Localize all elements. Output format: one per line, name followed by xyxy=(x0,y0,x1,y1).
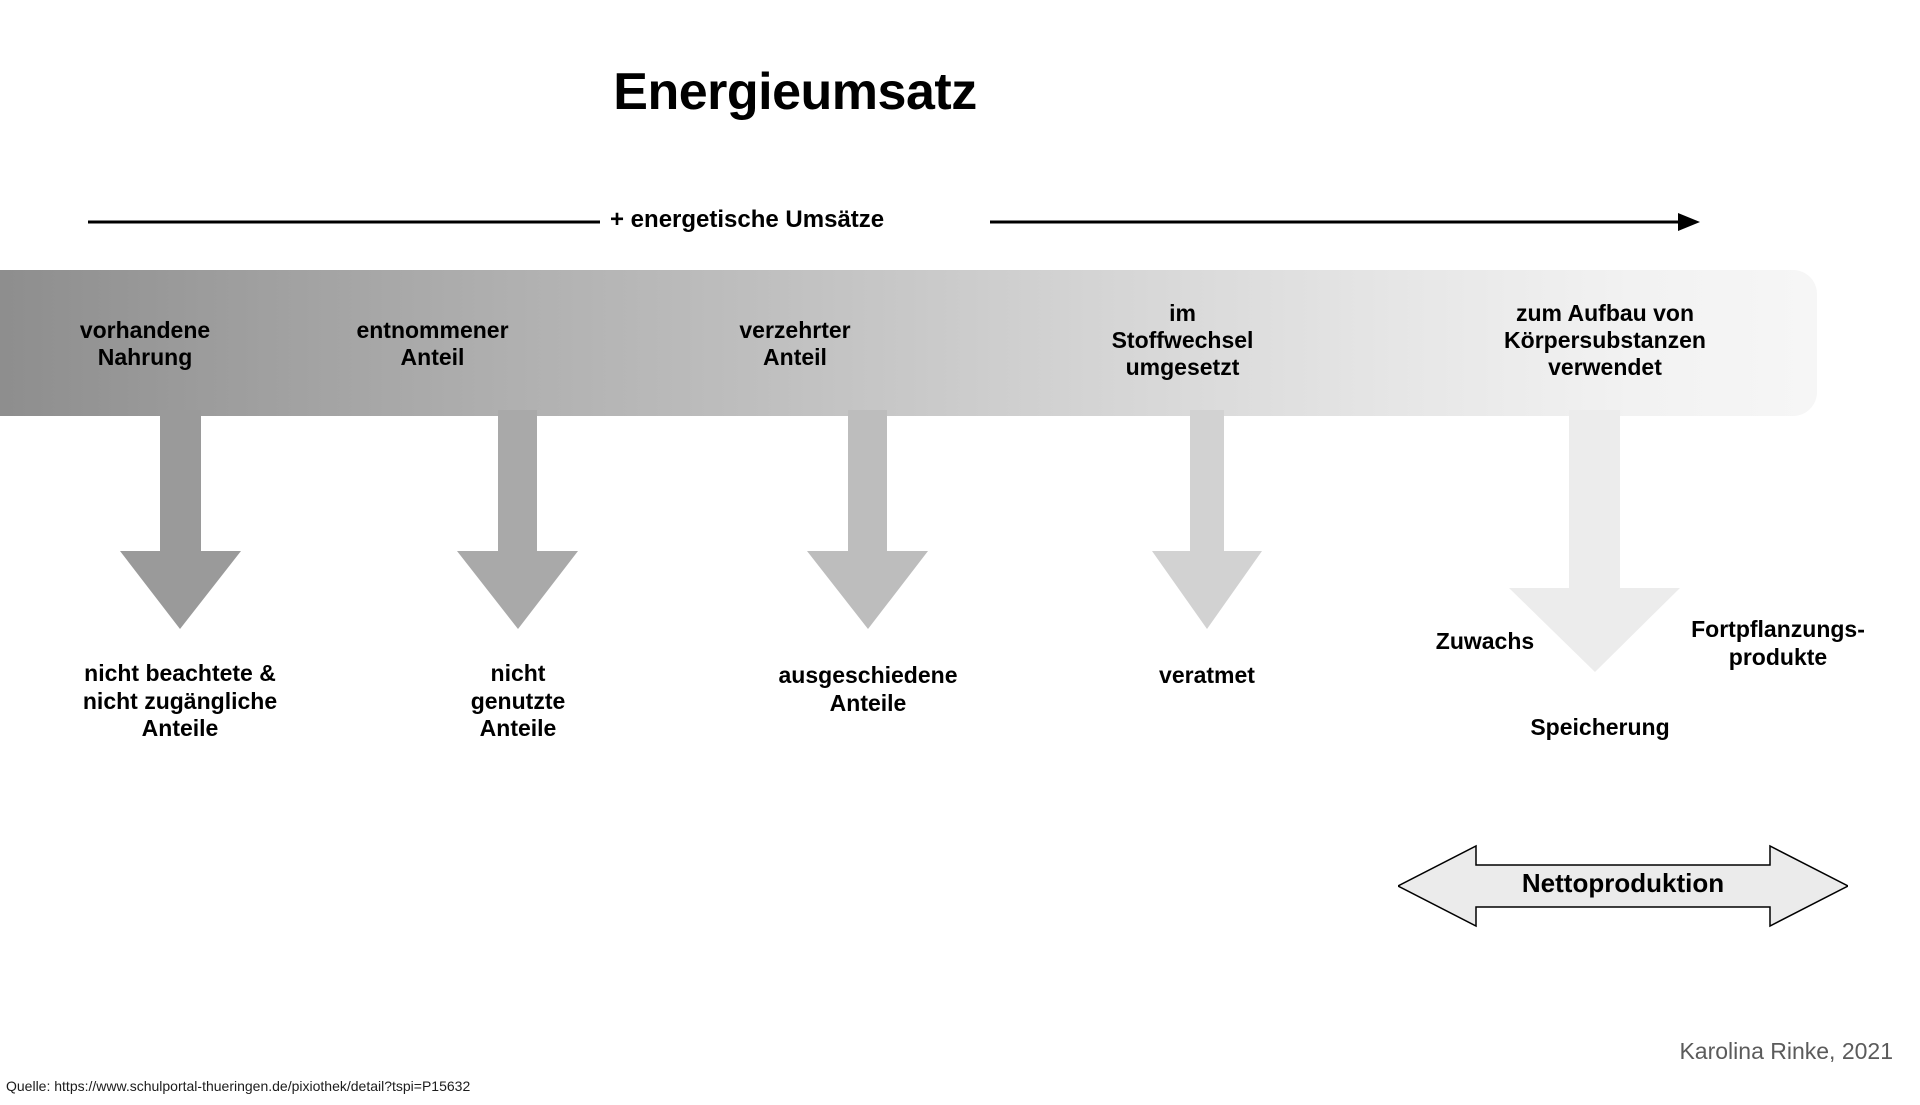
energy-axis-arrow xyxy=(88,213,1700,231)
outflow-label-3: ausgeschiedene Anteile xyxy=(778,662,958,716)
product-label-fortpflanzungsprodukte: Fortpflanzungs- produkte xyxy=(1691,616,1865,670)
axis-arrowhead-icon xyxy=(1678,213,1700,231)
band-stage-label-5: zum Aufbau von Körpersubstanzen verwende… xyxy=(1504,300,1706,381)
nettoproduktion-arrow xyxy=(1398,844,1848,928)
outflow-arrow-4 xyxy=(1152,410,1262,629)
outflow-label-4: veratmet xyxy=(1159,662,1255,688)
author-credit: Karolina Rinke, 2021 xyxy=(1679,1038,1893,1064)
outflow-arrow-3 xyxy=(807,410,928,629)
outflow-arrow-2 xyxy=(457,410,578,629)
product-label-speicherung: Speicherung xyxy=(1530,714,1670,740)
band-stage-label-1: vorhandene Nahrung xyxy=(79,317,211,371)
outflow-arrow-1 xyxy=(120,410,241,629)
outflow-label-1: nicht beachtete & nicht zugängliche Ante… xyxy=(82,660,278,742)
energy-flow-band xyxy=(0,270,1817,416)
outflow-label-2: nicht genutzte Anteile xyxy=(470,660,566,742)
page-title: Energieumsatz xyxy=(613,63,977,121)
band-stage-label-3: verzehrter Anteil xyxy=(739,317,851,371)
nettoproduktion-label: Nettoproduktion xyxy=(1521,868,1725,898)
band-stage-label-4: im Stoffwechsel umgesetzt xyxy=(1111,300,1254,381)
nettoproduktion-arrow-shape xyxy=(1398,844,1848,928)
product-label-zuwachs: Zuwachs xyxy=(1435,628,1535,654)
axis-label: + energetische Umsätze xyxy=(610,206,885,233)
band-stage-label-2: entnommener Anteil xyxy=(356,317,509,371)
source-url: Quelle: https://www.schulportal-thuering… xyxy=(6,1078,471,1094)
